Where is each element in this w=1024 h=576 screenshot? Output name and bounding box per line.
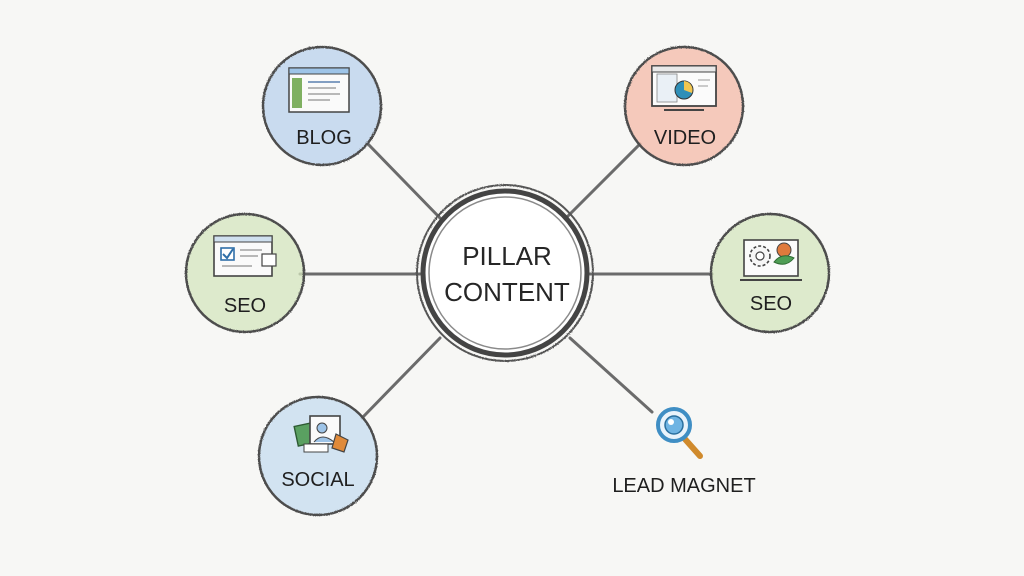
- connector-blog: [366, 142, 442, 220]
- center-title-line1: PILLAR: [462, 241, 552, 271]
- node-blog[interactable]: BLOG: [261, 45, 383, 167]
- node-social[interactable]: SOCIAL: [257, 395, 379, 517]
- node-seo-right[interactable]: SEO: [709, 212, 831, 334]
- center-title-line2: CONTENT: [444, 277, 570, 307]
- node-lead-magnet[interactable]: LEAD MAGNET: [612, 407, 756, 497]
- node-seo-right-label: SEO: [750, 293, 792, 315]
- connector-social: [360, 336, 442, 420]
- node-seo-left[interactable]: SEO: [184, 212, 306, 334]
- connector-video: [564, 142, 642, 220]
- node-blog-label: BLOG: [296, 127, 352, 149]
- connector-lead-magnet: [568, 336, 654, 414]
- social-media-icon: [293, 415, 349, 453]
- blog-window-icon: [288, 67, 350, 113]
- node-video-label: VIDEO: [654, 127, 716, 149]
- node-video[interactable]: VIDEO: [623, 45, 745, 167]
- seo-gear-icon: [740, 239, 802, 281]
- node-social-label: SOCIAL: [281, 469, 354, 491]
- node-lead-magnet-label: LEAD MAGNET: [612, 475, 755, 497]
- video-monitor-icon: [651, 65, 717, 111]
- seo-checklist-icon: [213, 235, 277, 277]
- connectors: [298, 142, 714, 420]
- node-seo-left-label: SEO: [224, 295, 266, 317]
- magnifier-icon: [656, 407, 703, 459]
- center-node: PILLAR CONTENT: [416, 184, 594, 362]
